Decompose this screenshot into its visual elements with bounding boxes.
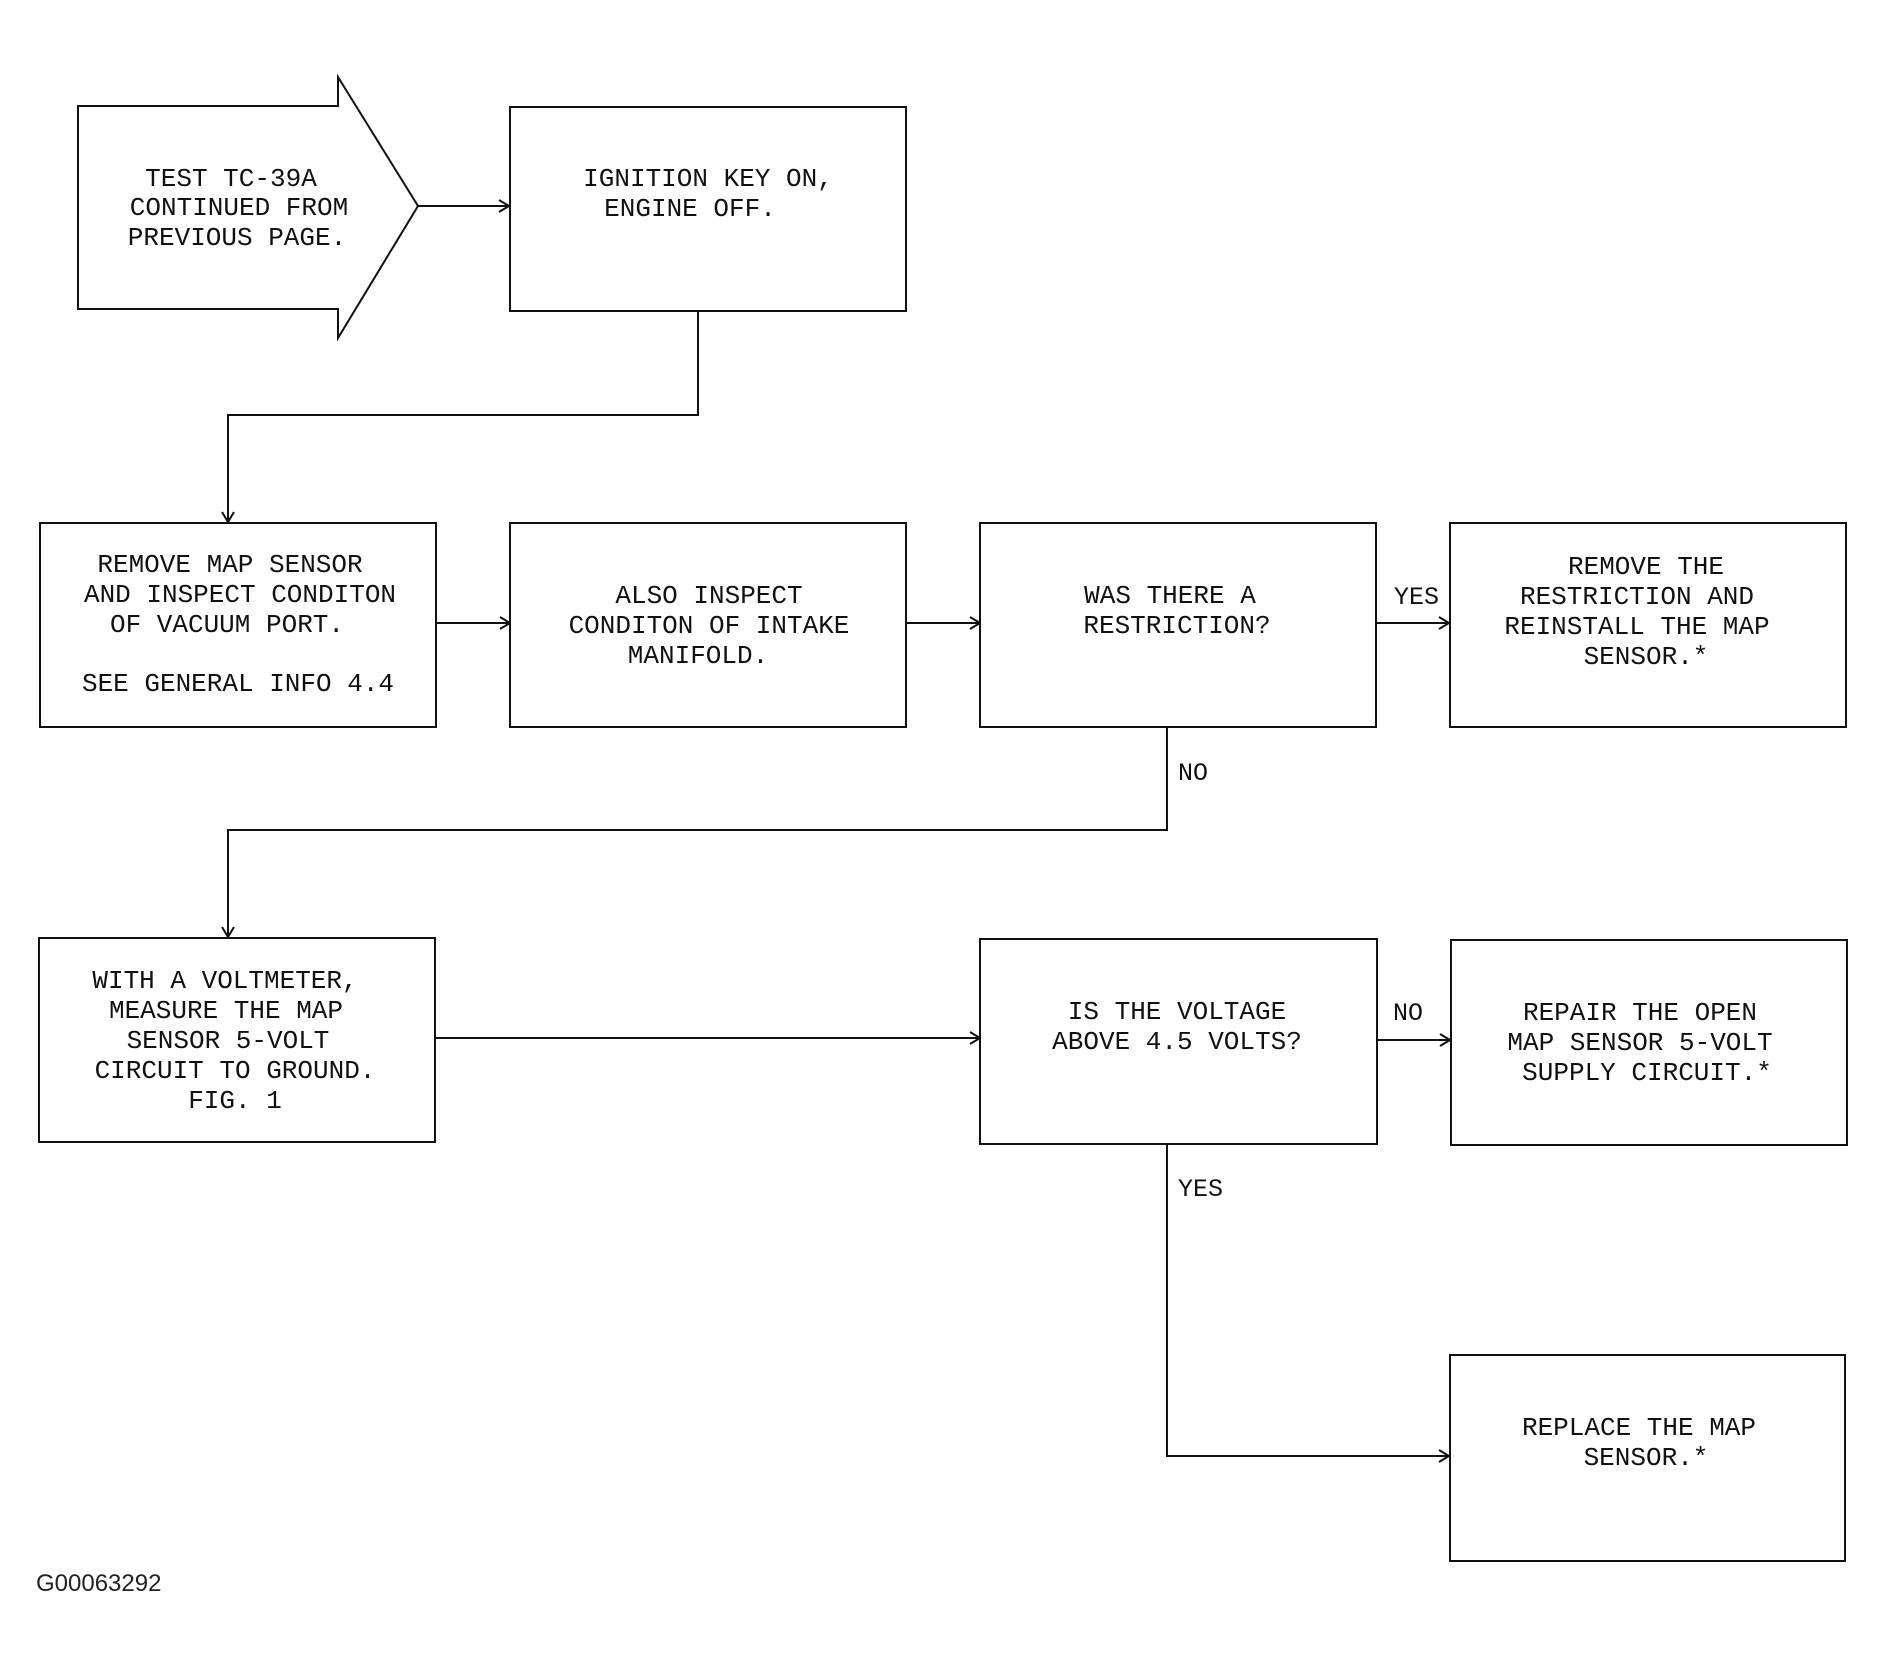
start-line-1: TEST TC-39A xyxy=(145,164,317,194)
ignition-line-2: ENGINE OFF. xyxy=(604,194,776,224)
repair-open-circuit-box: REPAIR THE OPEN MAP SENSOR 5-VOLT SUPPLY… xyxy=(1450,939,1848,1146)
restriction-q-line-2: RESTRICTION? xyxy=(1083,611,1270,641)
repair-open-line-1: REPAIR THE OPEN xyxy=(1523,998,1757,1028)
start-line-2: CONTINUED FROM xyxy=(130,193,348,223)
replace-map-sensor-box: REPLACE THE MAP SENSOR.* xyxy=(1449,1354,1846,1562)
inspect-manifold-line-2: CONDITON OF INTAKE xyxy=(569,611,850,641)
replace-map-line-2: SENSOR.* xyxy=(1584,1443,1709,1473)
voltage-question-box: IS THE VOLTAGE ABOVE 4.5 VOLTS? xyxy=(979,938,1378,1145)
repair-open-line-2: MAP SENSOR 5-VOLT xyxy=(1507,1028,1772,1058)
start-line-3: PREVIOUS PAGE. xyxy=(128,223,346,253)
replace-map-line-1: REPLACE THE MAP xyxy=(1522,1413,1756,1443)
inspect-manifold-line-1: ALSO INSPECT xyxy=(615,581,802,611)
remove-restriction-line-4: SENSOR.* xyxy=(1584,642,1709,672)
remove-restriction-box: REMOVE THE RESTRICTION AND REINSTALL THE… xyxy=(1449,522,1847,728)
edge-restriction-no xyxy=(227,727,1168,937)
voltmeter-line-4: CIRCUIT TO GROUND. xyxy=(95,1056,376,1086)
voltmeter-line-3: SENSOR 5-VOLT xyxy=(127,1026,330,1056)
remove-restriction-line-2: RESTRICTION AND xyxy=(1520,582,1754,612)
inspect-manifold-line-3: MANIFOLD. xyxy=(628,641,768,671)
inspect-manifold-box: ALSO INSPECT CONDITON OF INTAKE MANIFOLD… xyxy=(509,522,907,728)
edge-voltage-yes xyxy=(1166,1144,1449,1457)
restriction-q-line-1: WAS THERE A xyxy=(1084,581,1256,611)
voltmeter-line-1: WITH A VOLTMETER, xyxy=(92,966,357,996)
remove-map-line-1: REMOVE MAP SENSOR xyxy=(97,550,362,580)
start-arrow-node: TEST TC-39A CONTINUED FROM PREVIOUS PAGE… xyxy=(77,73,420,342)
voltmeter-box: WITH A VOLTMETER, MEASURE THE MAP SENSOR… xyxy=(38,937,436,1143)
voltmeter-line-5: FIG. 1 xyxy=(188,1086,282,1116)
figure-id: G00063292 xyxy=(36,1570,161,1597)
connectors xyxy=(221,199,1452,1463)
edge-label-voltage-yes: YES xyxy=(1178,1175,1223,1204)
voltmeter-line-2: MEASURE THE MAP xyxy=(109,996,343,1026)
repair-open-line-3: SUPPLY CIRCUIT.* xyxy=(1522,1058,1772,1088)
ignition-box: IGNITION KEY ON, ENGINE OFF. xyxy=(509,106,907,312)
edge-label-voltage-no: NO xyxy=(1393,999,1423,1028)
remove-map-line-3: OF VACUUM PORT. xyxy=(110,610,344,640)
edge-label-restriction-no: NO xyxy=(1178,759,1208,788)
remove-map-line-4: SEE GENERAL INFO 4.4 xyxy=(82,669,394,699)
voltage-q-line-1: IS THE VOLTAGE xyxy=(1068,997,1286,1027)
edge-ignition-to-remove-map xyxy=(227,311,699,522)
remove-map-sensor-box: REMOVE MAP SENSOR AND INSPECT CONDITON O… xyxy=(39,522,437,728)
voltage-q-line-2: ABOVE 4.5 VOLTS? xyxy=(1052,1027,1302,1057)
edge-label-restriction-yes: YES xyxy=(1394,583,1439,612)
ignition-line-1: IGNITION KEY ON, xyxy=(583,164,833,194)
remove-restriction-line-1: REMOVE THE xyxy=(1568,552,1724,582)
remove-restriction-line-3: REINSTALL THE MAP xyxy=(1504,612,1769,642)
restriction-question-box: WAS THERE A RESTRICTION? xyxy=(979,522,1377,728)
remove-map-line-2: AND INSPECT CONDITON xyxy=(84,580,396,610)
